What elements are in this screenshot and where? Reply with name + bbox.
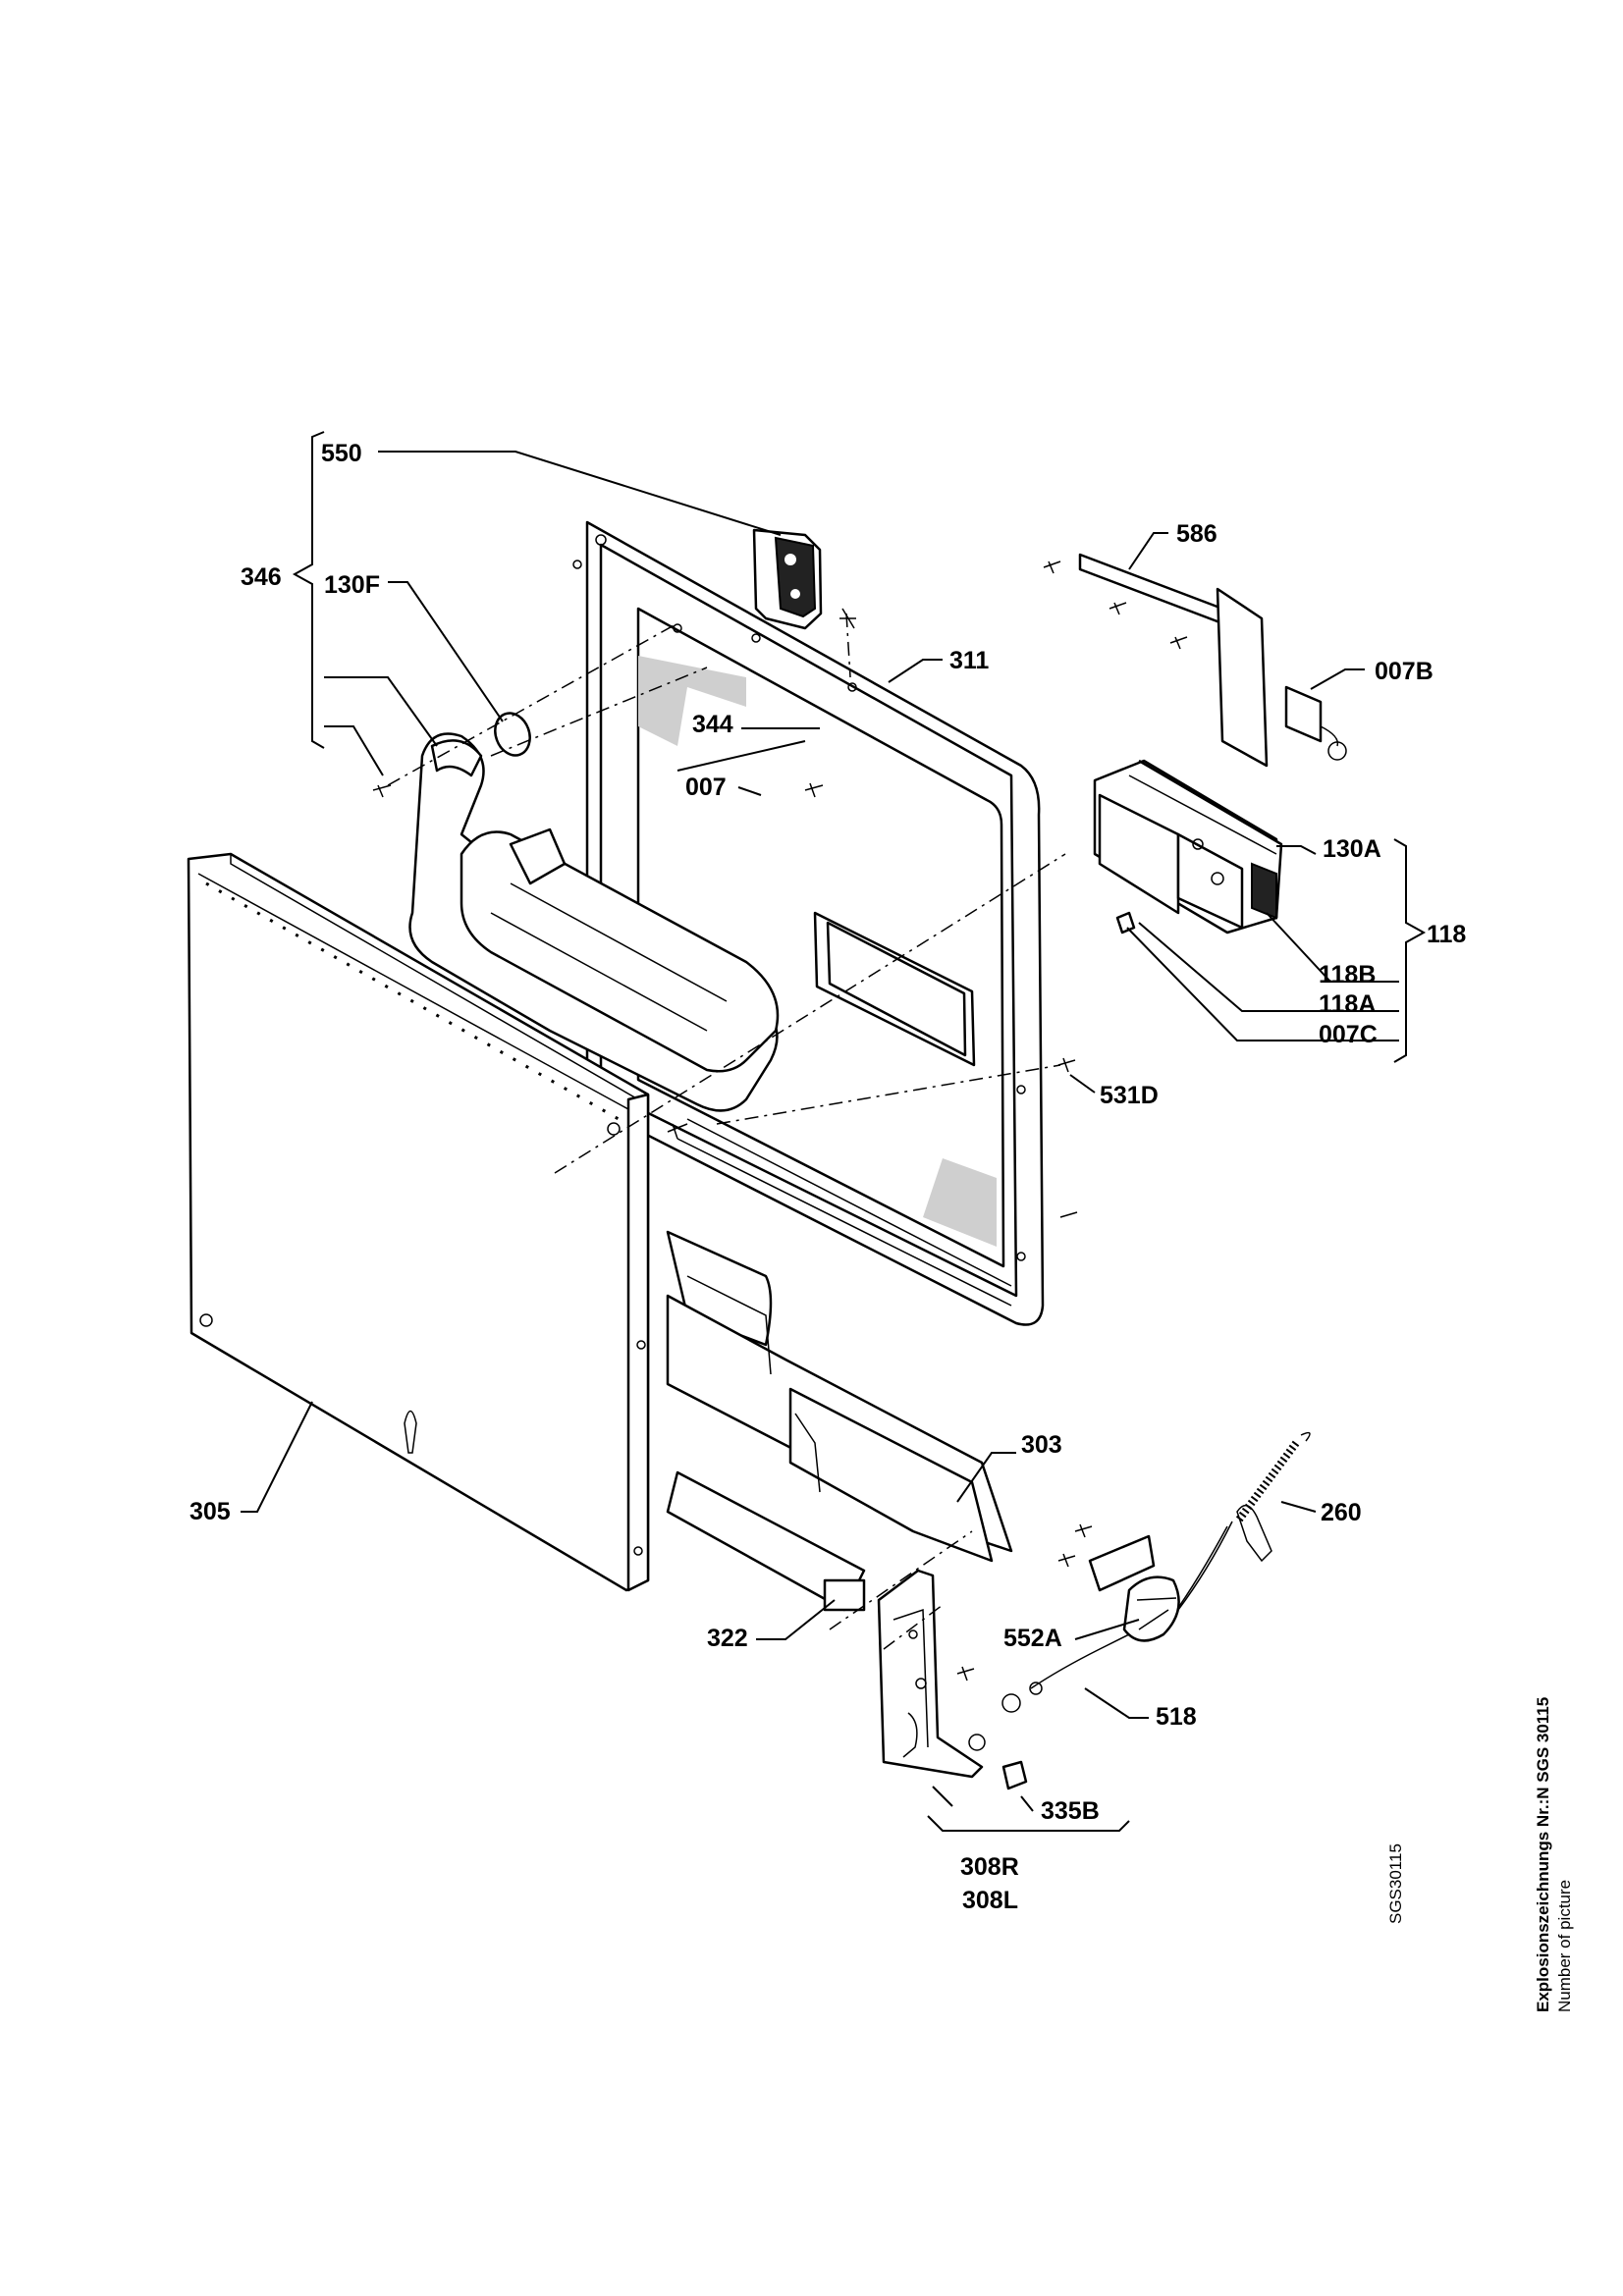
door-trim-303 [666, 1230, 1013, 1612]
label-586: 586 [1176, 520, 1217, 548]
explosion-lines [387, 613, 1066, 1650]
switch-bracket-586 [1078, 553, 1347, 768]
label-118: 118 [1427, 921, 1466, 948]
detergent-dispenser [1093, 759, 1283, 934]
label-260: 260 [1321, 1499, 1362, 1526]
label-308L: 308L [962, 1887, 1018, 1914]
hinge-block [752, 528, 823, 630]
label-303: 303 [1021, 1431, 1062, 1459]
label-518: 518 [1156, 1703, 1197, 1731]
screws [372, 561, 1188, 1682]
label-550: 550 [321, 440, 362, 467]
label-344: 344 [692, 711, 733, 738]
drawing-number-subtitle: Number of picture [1555, 1879, 1574, 2012]
leader-lines [241, 431, 1427, 1832]
label-130F: 130F [324, 571, 380, 599]
label-007: 007 [685, 774, 727, 801]
label-308R: 308R [960, 1853, 1019, 1881]
label-346: 346 [241, 563, 282, 591]
label-531D: 531D [1100, 1082, 1159, 1109]
label-007B: 007B [1375, 658, 1434, 685]
label-322: 322 [707, 1625, 748, 1652]
label-007C: 007C [1319, 1021, 1378, 1048]
label-305: 305 [189, 1498, 231, 1525]
breather-duct [408, 712, 780, 1112]
picture-code: SGS30115 [1386, 1843, 1405, 1924]
label-118B: 118B [1319, 961, 1376, 988]
part-labels: 550 346 130F 586 311 007B 344 007 130A 1… [189, 440, 1466, 1914]
drawing-number-title: Explosionszeichnungs Nr.:N SGS 30115 [1534, 1696, 1552, 2012]
label-311: 311 [949, 647, 989, 674]
hinge-bracket-308 [877, 1569, 1028, 1790]
spring-cable-assembly [1001, 1431, 1311, 1713]
label-552A: 552A [1003, 1625, 1062, 1652]
label-118A: 118A [1319, 990, 1376, 1018]
outer-door-panel [187, 852, 650, 1592]
label-130A: 130A [1323, 835, 1381, 863]
label-335B: 335B [1041, 1797, 1100, 1825]
